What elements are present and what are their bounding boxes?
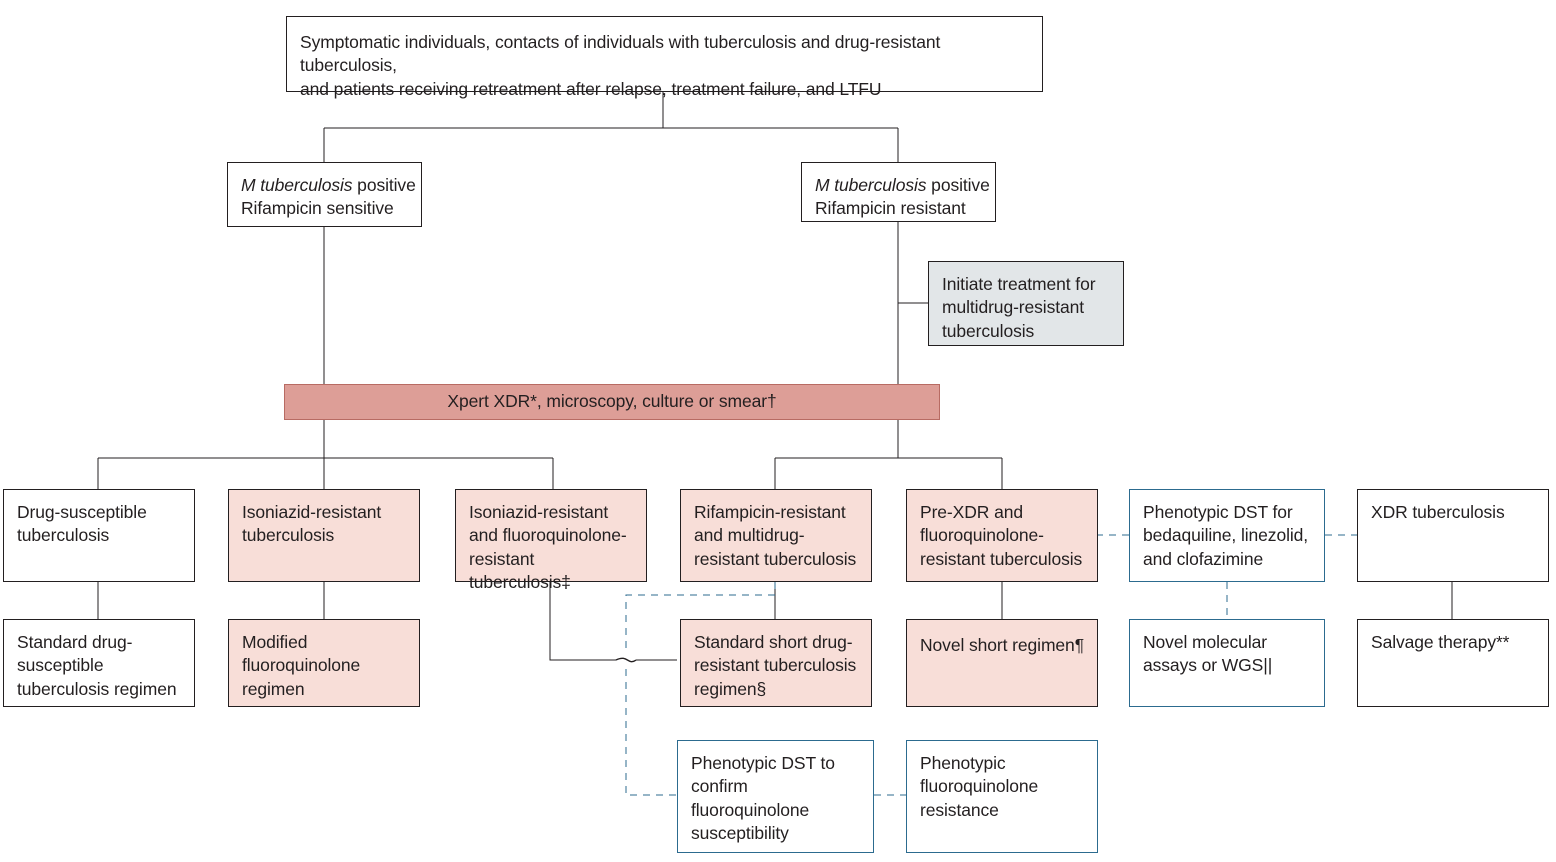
- node-isoniazid-resistant-tuberculosis: Isoniazid-resistant tuberculosis: [228, 489, 420, 582]
- node-phenotypic-fluoroquinolone-resistance: Phenotypic fluoroquinolone resistance: [906, 740, 1098, 853]
- node-entry: Symptomatic individuals, contacts of ind…: [286, 16, 1043, 99]
- node-xpert-xdr-bar: Xpert XDR*, microscopy, culture or smear…: [284, 384, 940, 420]
- rif-sensitive-line-1: M tuberculosis positive: [241, 174, 416, 197]
- node-xdr-tuberculosis: XDR tuberculosis: [1357, 489, 1549, 582]
- node-rifampicin-multidrug-resistant-tuberculosis: Rifampicin-resistant and multidrug-resis…: [680, 489, 872, 582]
- node-standard-short-drug-resistant-regimen: Standard short drug-resistant tuberculos…: [680, 619, 872, 707]
- edge-dashed-mdr-to-dst-b: [625, 669, 677, 796]
- node-novel-molecular-assays-wgs: Novel molecular assays or WGS||: [1129, 619, 1325, 707]
- rif-resistant-line-1: M tuberculosis positive: [815, 174, 990, 197]
- node-modified-fluoroquinolone-regimen: Modified fluoroquinolone regimen: [228, 619, 420, 707]
- node-phenotypic-dst-confirm-fq-susceptibility: Phenotypic DST to confirm fluoroquinolon…: [677, 740, 874, 853]
- node-rifampicin-sensitive: M tuberculosis positive Rifampicin sensi…: [227, 162, 422, 227]
- node-phenotypic-dst-bedaquiline: Phenotypic DST for bedaquiline, linezoli…: [1129, 489, 1325, 582]
- node-isoniazid-fluoroquinolone-resistant-tuberculosis: Isoniazid-resistant and fluoroquinolone-…: [455, 489, 647, 592]
- node-drug-susceptible-tuberculosis: Drug-susceptible tuberculosis: [3, 489, 195, 582]
- node-initiate-mdr-treatment: Initiate treatment for multidrug-resista…: [928, 261, 1124, 346]
- rif-sensitive-positive: positive: [352, 175, 416, 195]
- node-pre-xdr-fluoroquinolone-resistant-tuberculosis: Pre-XDR and fluoroquinolone-resistant tu…: [906, 489, 1098, 582]
- edge-wire-hop: [615, 657, 637, 663]
- node-salvage-therapy: Salvage therapy**: [1357, 619, 1549, 707]
- rif-sensitive-line-2: Rifampicin sensitive: [241, 198, 394, 219]
- entry-line-1: Symptomatic individuals, contacts of ind…: [300, 32, 941, 76]
- node-rifampicin-resistant: M tuberculosis positive Rifampicin resis…: [801, 162, 996, 222]
- node-standard-drug-susceptible-regimen: Standard drug-susceptible tuberculosis r…: [3, 619, 195, 707]
- rif-resistant-line-2: Rifampicin resistant: [815, 198, 966, 219]
- entry-line-2: and patients receiving retreatment after…: [300, 78, 882, 99]
- rif-resistant-positive: positive: [926, 175, 990, 195]
- species-name: M tuberculosis: [241, 175, 353, 195]
- species-name: M tuberculosis: [815, 175, 927, 195]
- node-novel-short-regimen: Novel short regimen¶: [906, 619, 1098, 707]
